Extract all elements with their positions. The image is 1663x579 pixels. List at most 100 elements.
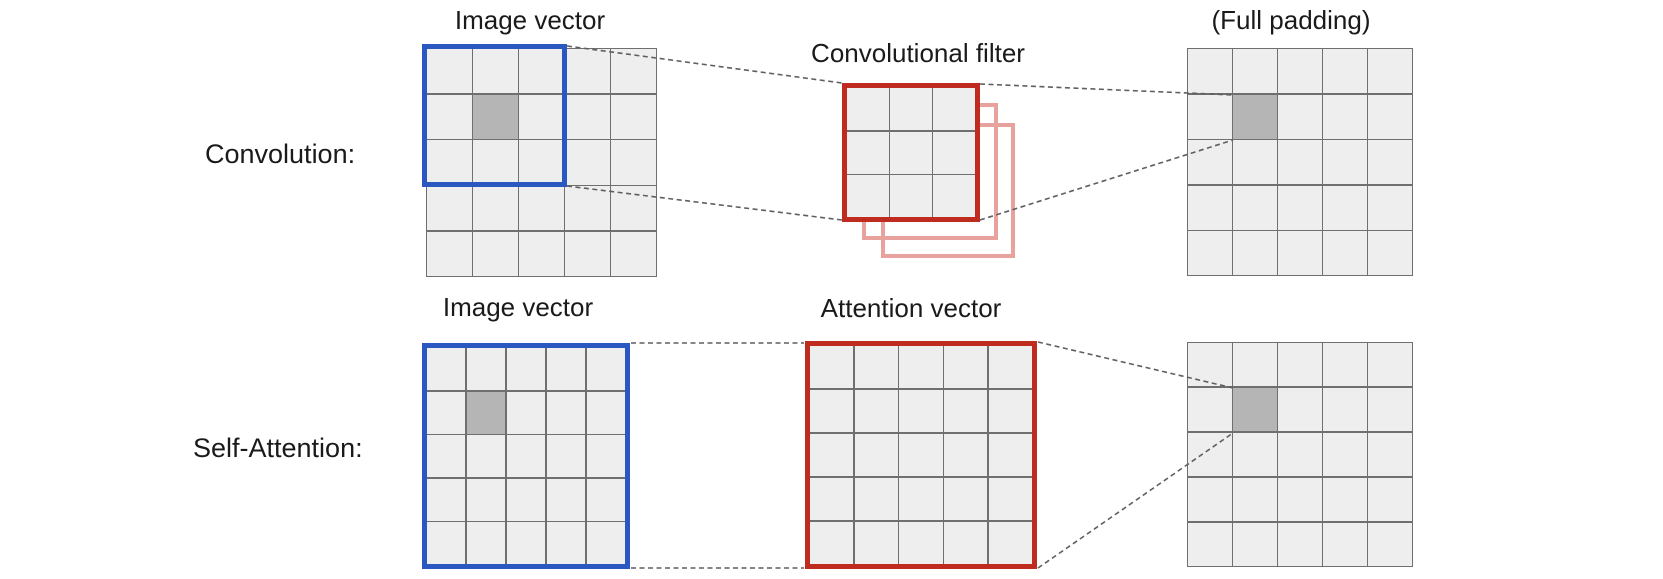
grid-cell <box>899 346 943 389</box>
grid-cell <box>1323 140 1367 184</box>
grid-cell <box>899 521 943 564</box>
grid-cell <box>944 389 988 433</box>
grid-cell <box>1323 49 1367 93</box>
grid-cell <box>890 175 932 217</box>
grid-cell <box>546 522 586 564</box>
grid-cell <box>506 348 546 390</box>
full-padding-title: (Full padding) <box>1211 5 1371 35</box>
grid-cell <box>1278 432 1322 477</box>
grid-cell <box>546 478 586 521</box>
grid-cell <box>810 477 854 521</box>
grid-cell <box>933 88 975 130</box>
grid-cell <box>1323 231 1367 275</box>
grid-cell <box>1188 343 1232 387</box>
grid-cell <box>1188 432 1232 477</box>
grid-cell <box>1323 94 1367 139</box>
grid-cell <box>586 391 625 434</box>
grid-cell <box>1278 185 1322 230</box>
grid-cell <box>427 348 466 390</box>
grid-cell <box>1368 231 1412 275</box>
grid-cell <box>1368 477 1412 522</box>
grid-cell <box>519 94 564 139</box>
grid-cell <box>1368 94 1412 139</box>
grid-cell <box>1368 387 1412 432</box>
grid-cell <box>473 231 518 276</box>
grid-cell <box>427 391 466 434</box>
grid-cell <box>810 389 854 433</box>
grid-cell <box>565 231 610 276</box>
grid-cell <box>933 175 975 217</box>
grid-cell <box>473 140 518 185</box>
grid-cell <box>427 49 472 94</box>
grid-cell <box>1233 343 1277 387</box>
attention-vector-title: Attention vector <box>820 293 1002 323</box>
grid-cell <box>1368 140 1412 184</box>
grid-cell <box>506 478 546 521</box>
conv-output-grid <box>1187 48 1413 276</box>
grid-cell <box>519 231 564 276</box>
grid-cell <box>847 175 889 217</box>
grid-cell <box>466 478 506 521</box>
grid-cell <box>427 435 466 477</box>
grid-cell <box>847 131 889 174</box>
grid-cell <box>1278 140 1322 184</box>
grid-cell <box>1278 231 1322 275</box>
grid-cell <box>427 478 466 521</box>
grid-cell <box>890 131 932 174</box>
grid-cell <box>1233 522 1277 566</box>
grid-cell <box>611 140 656 185</box>
grid-cell <box>611 231 656 276</box>
grid-cell <box>506 391 546 434</box>
convolution-row-label: Convolution: <box>205 139 356 169</box>
grid-cell <box>1368 185 1412 230</box>
grid-cell <box>427 522 466 564</box>
highlighted-grid-cell <box>1233 94 1277 139</box>
conv-image-vector-title: Image vector <box>454 5 606 35</box>
grid-cell <box>854 346 898 389</box>
grid-cell <box>810 521 854 564</box>
grid-cell <box>546 348 586 390</box>
grid-cell <box>473 186 518 231</box>
grid-cell <box>810 346 854 389</box>
grid-cell <box>586 348 625 390</box>
grid-cell <box>944 521 988 564</box>
grid-cell <box>565 94 610 139</box>
grid-cell <box>546 435 586 477</box>
grid-cell <box>1188 231 1232 275</box>
grid-cell <box>899 389 943 433</box>
grid-cell <box>611 49 656 94</box>
grid-cell <box>565 140 610 185</box>
grid-cell <box>1278 49 1322 93</box>
grid-cell <box>466 348 506 390</box>
grid-cell <box>1233 477 1277 522</box>
grid-cell <box>890 88 932 130</box>
grid-cell <box>1233 432 1277 477</box>
grid-cell <box>519 49 564 94</box>
grid-cell <box>1278 387 1322 432</box>
grid-cell <box>473 49 518 94</box>
sa-image-vector-title: Image vector <box>442 292 594 322</box>
grid-cell <box>1188 94 1232 139</box>
grid-cell <box>944 346 988 389</box>
grid-cell <box>1233 49 1277 93</box>
conv-receptive-field-box <box>422 44 567 187</box>
sa-output-grid <box>1187 342 1413 567</box>
grid-cell <box>1233 140 1277 184</box>
grid-cell <box>1233 185 1277 230</box>
grid-cell <box>1368 343 1412 387</box>
grid-cell <box>1233 231 1277 275</box>
grid-cell <box>1323 387 1367 432</box>
grid-cell <box>565 186 610 231</box>
grid-cell <box>1188 522 1232 566</box>
grid-cell <box>546 391 586 434</box>
grid-cell <box>988 346 1032 389</box>
grid-cell <box>506 435 546 477</box>
sa-image-grid <box>422 343 630 569</box>
grid-cell <box>944 433 988 477</box>
self-attention-row-label: Self-Attention: <box>193 433 363 463</box>
grid-cell <box>988 477 1032 521</box>
grid-cell <box>1368 49 1412 93</box>
grid-cell <box>506 522 546 564</box>
conv-filter-grid <box>842 83 980 222</box>
